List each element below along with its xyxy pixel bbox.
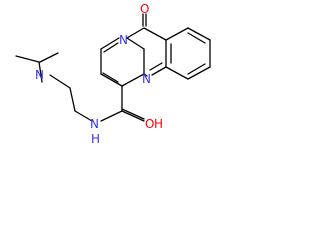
- atom-o-ketone: O: [140, 2, 149, 16]
- side-chain-bonds: [15, 52, 93, 122]
- atom-h-amide-hydroxy: H: [154, 117, 163, 131]
- atom-h-amide: H: [91, 132, 100, 146]
- atom-o-amide: O: [145, 117, 154, 131]
- atom-nh-amide: N: [90, 117, 99, 131]
- atom-n-ring-fused: N: [119, 33, 128, 47]
- molecule-canvas: N N N N H O O H: [0, 0, 238, 148]
- pyrimidinone-ring-bonds: [126, 13, 167, 77]
- molecule-structure: N N N N H O O H: [15, 2, 211, 146]
- atom-n-ring-imine: N: [142, 72, 151, 86]
- pyridine-ring-bonds: [100, 37, 145, 87]
- amide-bonds: [100, 85, 145, 122]
- atom-n-dimethylamino: N: [35, 68, 44, 82]
- benzene-ring-bonds: [165, 27, 211, 80]
